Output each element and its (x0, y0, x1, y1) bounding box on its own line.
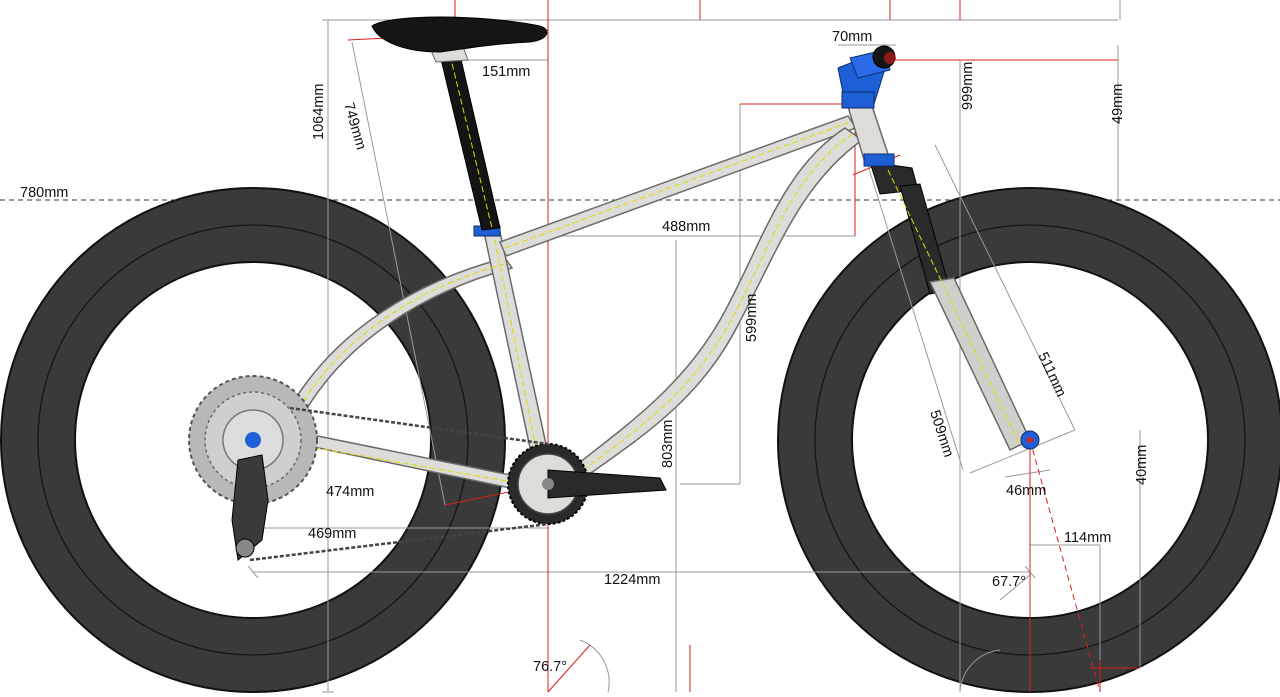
seatstay (282, 257, 514, 430)
reach-label: 488mm (662, 219, 710, 235)
fork (863, 153, 1040, 452)
stem-rise-label: 49mm (1110, 84, 1126, 124)
chainstay-label: 474mm (326, 484, 374, 500)
frame-stack-label: 599mm (744, 294, 760, 342)
seatpost-saddle (371, 16, 548, 231)
seat-tube-length-label: 749mm (340, 101, 369, 152)
trail-label: 114mm (1064, 530, 1111, 546)
red-dimension-lines (252, 0, 1140, 693)
drivetrain (188, 375, 667, 562)
stem-length-label: 70mm (832, 29, 872, 45)
saddle-setback-label: 151mm (482, 64, 530, 80)
bb-height-label: 803mm (660, 420, 676, 468)
head-angle-label: 67.7° (992, 574, 1026, 590)
stem-bar (837, 45, 896, 109)
fork-offset-label: 46mm (1006, 483, 1046, 499)
wheelbase-label: 1224mm (604, 572, 660, 588)
chainstay-horizontal-label: 469mm (308, 526, 356, 542)
axle-drop-label: 40mm (1134, 445, 1150, 485)
standover-label: 780mm (20, 185, 68, 201)
stack-height-label: 1064mm (311, 84, 327, 140)
bar-height-label: 999mm (960, 62, 976, 110)
seat-angle-label: 76.7° (533, 659, 567, 675)
